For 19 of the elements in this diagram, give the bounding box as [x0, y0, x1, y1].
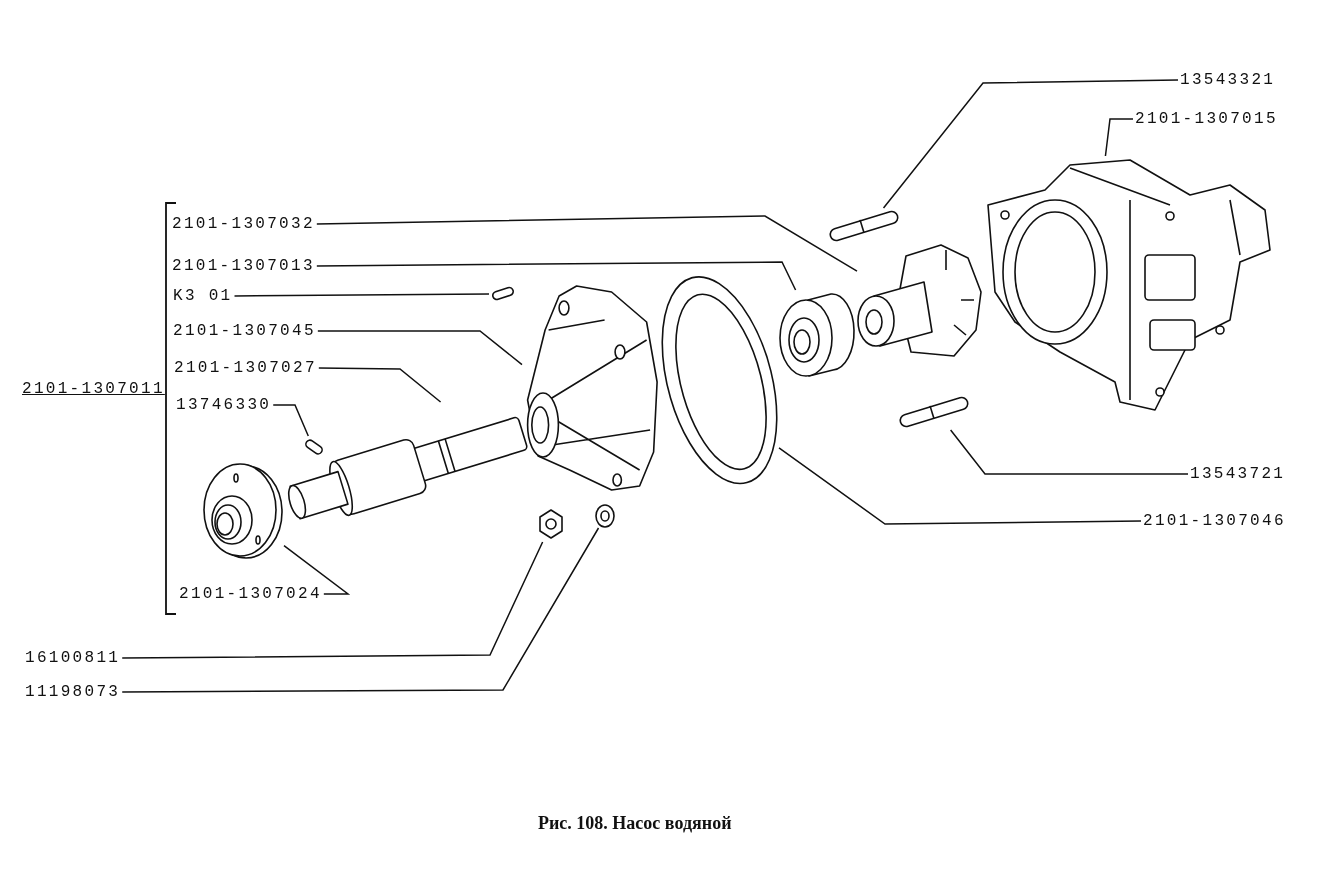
leader-line — [882, 79, 1179, 209]
nut-drawing — [536, 506, 566, 542]
leader-line — [317, 330, 523, 366]
washer-drawing — [594, 504, 616, 528]
leader-line — [778, 447, 1142, 525]
leader-line — [949, 429, 1189, 475]
leader-line — [233, 293, 490, 297]
figure-caption: Рис. 108. Насос водяной — [538, 813, 732, 834]
leader-line — [121, 527, 600, 693]
leader-line — [1104, 118, 1134, 157]
leader-line — [272, 404, 310, 437]
leader-line — [318, 367, 442, 403]
leader-line — [316, 215, 858, 272]
impeller-drawing — [857, 243, 983, 359]
assembly-part-number: 2101-1307011 — [22, 380, 165, 398]
leader-line — [283, 544, 351, 595]
leader-line — [121, 541, 544, 659]
leader-line — [316, 261, 797, 291]
pump-housing-drawing — [986, 156, 1274, 414]
